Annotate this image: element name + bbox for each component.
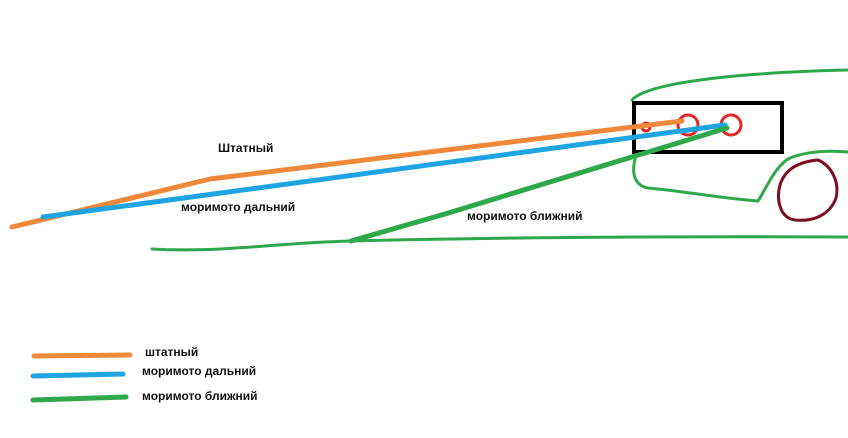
wheel-arch [777,158,839,222]
legend-label-stock: штатный [145,345,199,359]
legend-label-far: моримото дальний [142,364,257,378]
car-body-outline [630,68,848,102]
far-beam-label: моримото дальний [181,200,296,214]
legend-label-near: моримото ближний [142,389,258,403]
near-beam-line [348,125,730,244]
legend-swatch-far [30,371,126,379]
road-line [150,235,848,252]
legend-swatch-near [30,394,129,403]
car-front-outline [632,149,848,203]
far-beam-line [40,122,728,220]
lamp-left [676,113,700,137]
stock-beam-label: Штатный [218,141,274,155]
legend-swatch-stock [31,352,133,359]
near-beam-label: моримото ближний [467,209,583,223]
